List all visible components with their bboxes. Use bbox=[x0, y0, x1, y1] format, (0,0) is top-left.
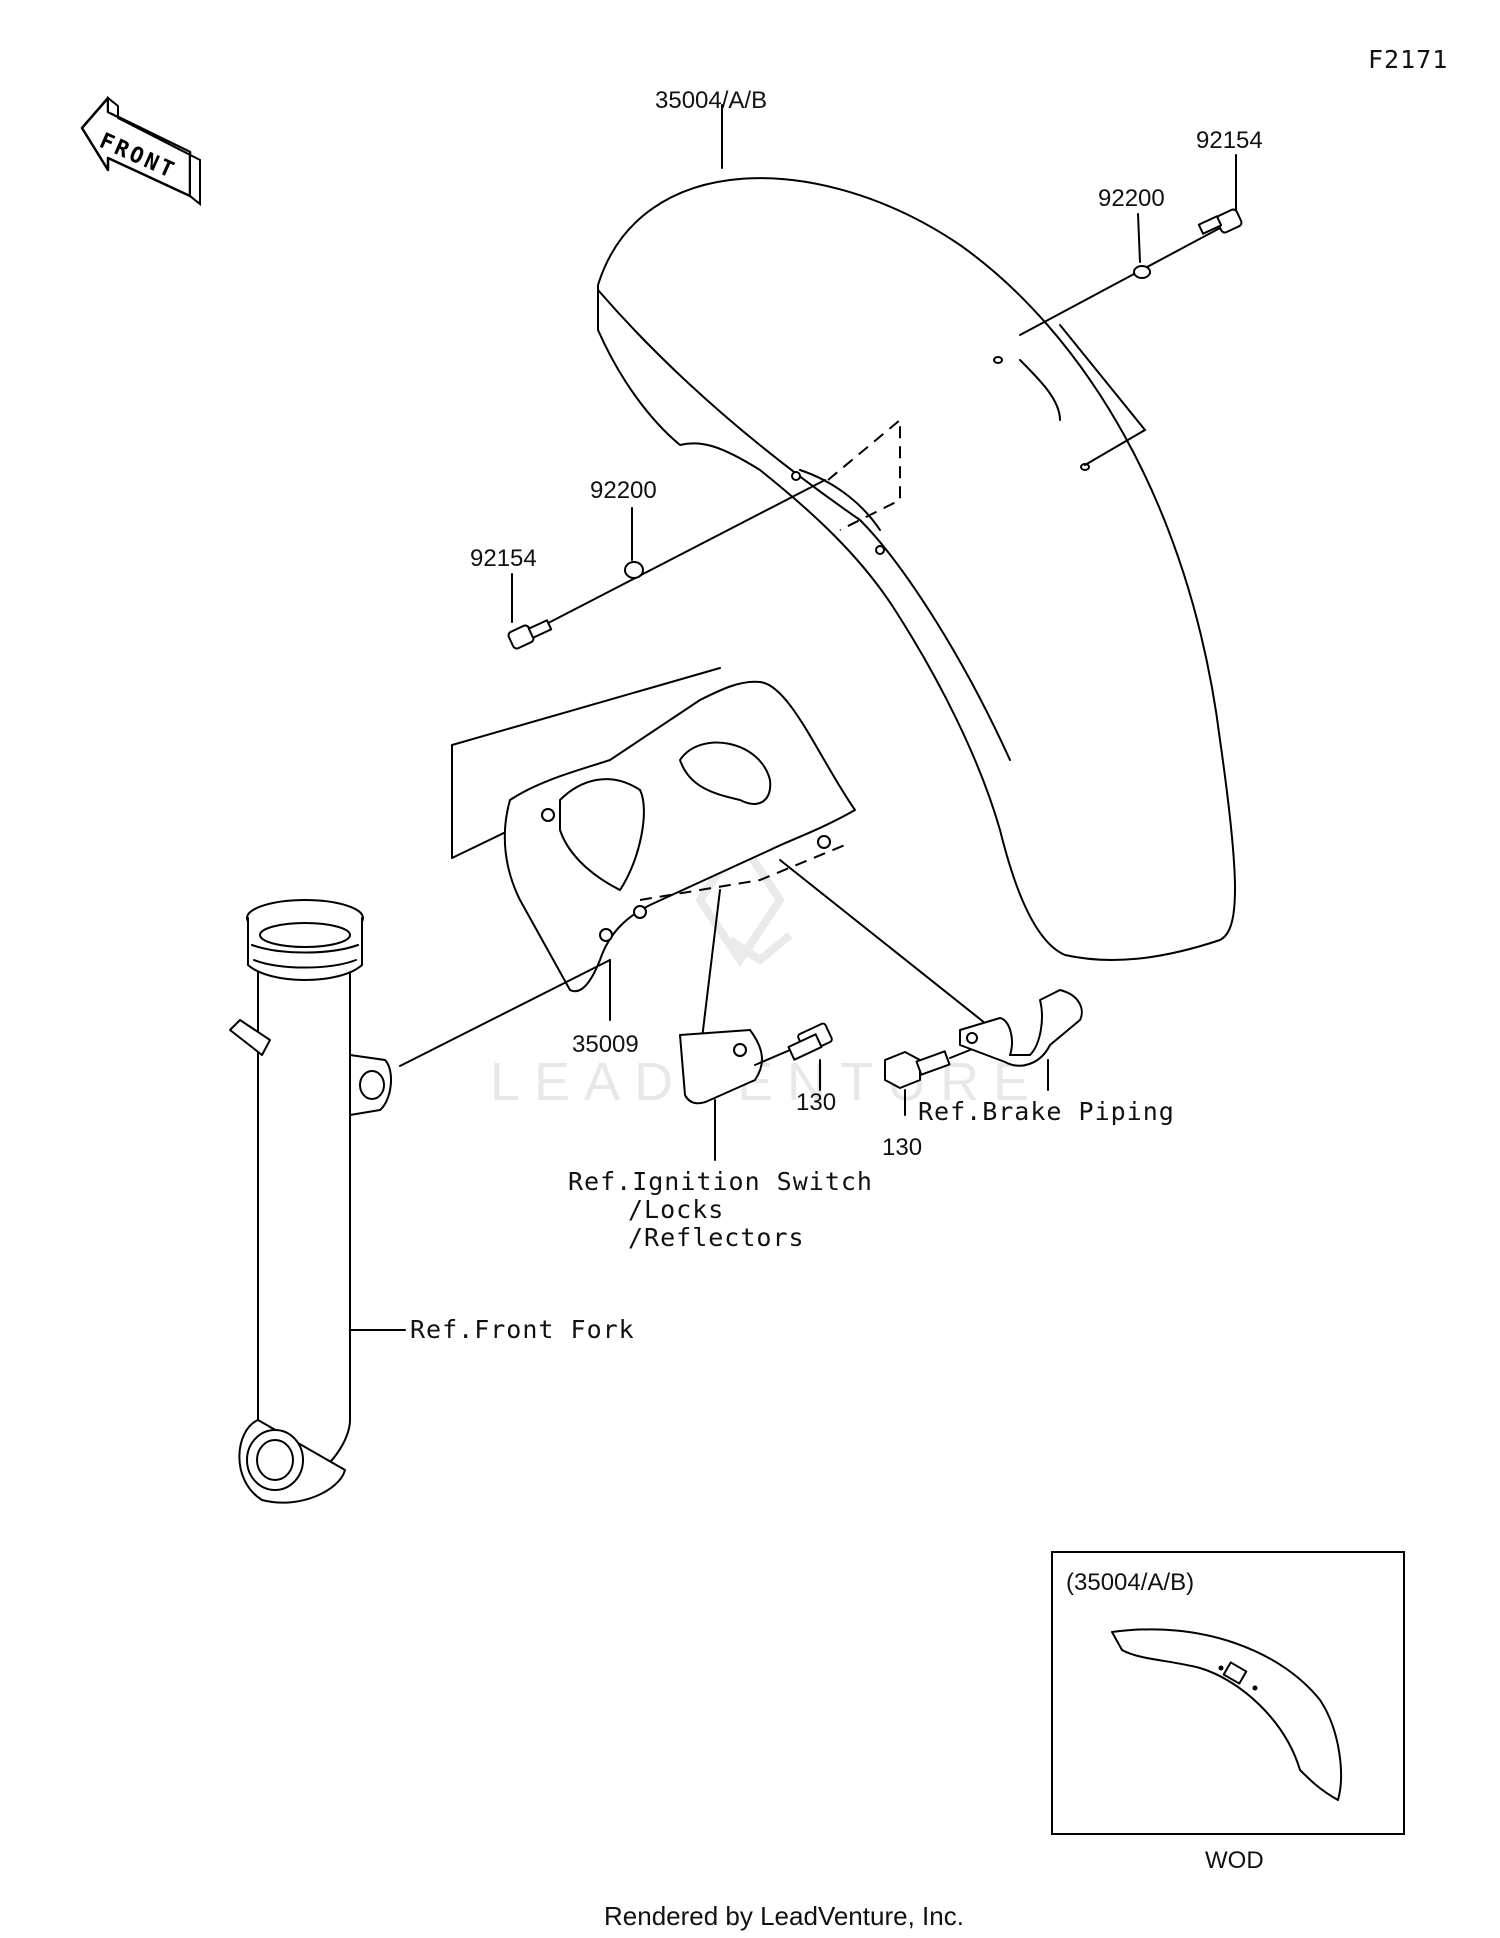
bracket-part-number: 35009 bbox=[572, 1031, 639, 1058]
ref-front-fork: Ref.Front Fork bbox=[410, 1315, 635, 1344]
washer-lower-part-number: 92200 bbox=[590, 477, 657, 504]
footer-credit: Rendered by LeadVenture, Inc. bbox=[604, 1901, 964, 1931]
fender-part-number: 35004/A/B bbox=[655, 87, 767, 114]
bracket-to-fork-leader bbox=[399, 959, 611, 1067]
ref-locks: /Locks bbox=[628, 1195, 724, 1224]
inset-fender bbox=[1111, 1628, 1342, 1801]
upper-fastener-assembly bbox=[1019, 208, 1243, 466]
front-fork bbox=[229, 899, 392, 1504]
brake-piping-clamp bbox=[779, 859, 1083, 1091]
bolt-upper bbox=[1197, 208, 1243, 235]
bolt-130-left bbox=[754, 1022, 833, 1091]
washer-upper bbox=[1133, 265, 1151, 279]
bolt-130-right-label: 130 bbox=[882, 1134, 922, 1161]
washer-upper-leader bbox=[1137, 213, 1141, 263]
ref-brake-piping: Ref.Brake Piping bbox=[918, 1097, 1175, 1126]
washer-lower bbox=[624, 561, 644, 579]
lower-fastener-assembly bbox=[507, 417, 901, 650]
ignition-bracket bbox=[679, 889, 763, 1161]
bolt-lower bbox=[507, 619, 553, 650]
ref-ignition-switch: Ref.Ignition Switch bbox=[568, 1167, 873, 1196]
bolt-130-right bbox=[884, 1047, 976, 1116]
inset-caption: WOD bbox=[1205, 1847, 1264, 1874]
inset-title: (35004/A/B) bbox=[1066, 1569, 1194, 1596]
front-arrow-icon: FRONT bbox=[80, 95, 201, 207]
front-fender bbox=[597, 177, 1236, 961]
fender-bracket bbox=[451, 667, 856, 993]
bolt-130-left-label: 130 bbox=[796, 1089, 836, 1116]
bolt-upper-part-number: 92154 bbox=[1196, 127, 1263, 154]
bolt-lower-part-number: 92154 bbox=[470, 545, 537, 572]
washer-upper-part-number: 92200 bbox=[1098, 185, 1165, 212]
wod-inset: (35004/A/B) bbox=[1051, 1551, 1405, 1835]
figure-code: F2171 bbox=[1368, 45, 1448, 74]
ref-reflectors: /Reflectors bbox=[628, 1223, 805, 1252]
